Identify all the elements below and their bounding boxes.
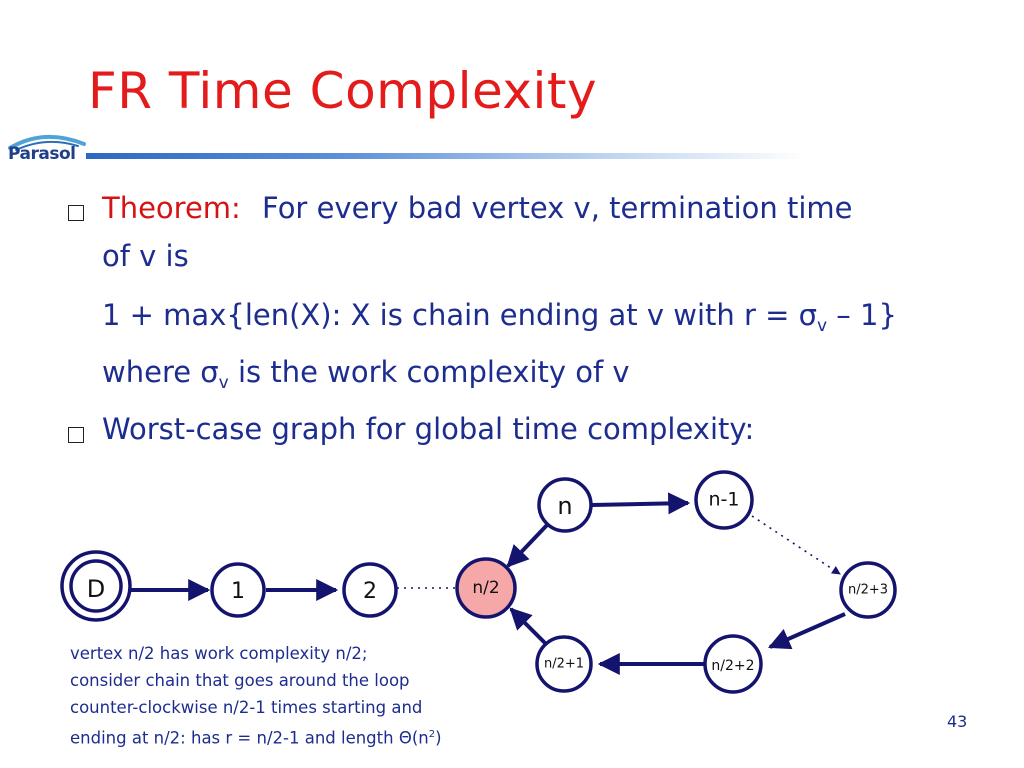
parasol-logo: Parasol [6, 130, 90, 172]
node-n-half [455, 557, 517, 619]
note-line-3: counter-clockwise n/2-1 times starting a… [70, 698, 423, 717]
note-line-4-pre: ending at n/2: has r = n/2-1 and length … [70, 728, 429, 748]
slide-title: FR Time Complexity [88, 62, 598, 120]
label-d: D [87, 575, 105, 603]
formula-pre: 1 + max{len(X): X is chain ending at v w… [102, 298, 818, 332]
formula-line: 1 + max{len(X): X is chain ending at v w… [102, 298, 897, 336]
label-n-half-plus-1: n/2+1 [544, 657, 584, 672]
theorem-continuation: of v is [102, 239, 189, 273]
theorem-label: Theorem: [102, 191, 241, 225]
note-line-4: ending at n/2: has r = n/2-1 and length … [70, 721, 442, 752]
node-n-half-plus-2 [703, 634, 763, 694]
node-n [537, 477, 593, 533]
where-pre: where σ [102, 355, 219, 389]
label-1: 1 [231, 579, 245, 604]
bullet-square-icon [68, 427, 84, 443]
where-sub: v [218, 373, 229, 393]
node-d-inner [69, 559, 123, 613]
formula-post: – 1} [827, 298, 897, 332]
label-n-half-plus-3: n/2+3 [848, 583, 888, 598]
note-line-4-post: ) [435, 728, 442, 748]
node-2 [342, 562, 398, 618]
page-number: 43 [947, 712, 968, 731]
node-n-half-plus-3 [839, 561, 897, 619]
theorem-text: For every bad vertex v, termination time [262, 191, 853, 225]
logo-arc-icon [8, 134, 86, 151]
edge-n-mid [506, 522, 550, 568]
logo-text: Parasol [8, 144, 76, 164]
note-line-2: consider chain that goes around the loop [70, 671, 410, 690]
edge-np3-np2 [767, 612, 846, 650]
where-post: is the work complexity of v [228, 355, 630, 389]
node-1 [210, 562, 266, 618]
formula-sub: v [817, 316, 828, 336]
theorem-line: Theorem: For every bad vertex v, termina… [102, 191, 853, 225]
edge-n-nm1 [591, 492, 691, 515]
node-n-minus-1 [694, 470, 754, 530]
edge-np1-mid [509, 607, 547, 645]
label-n-half-plus-2: n/2+2 [711, 658, 754, 674]
note-line-1: vertex n/2 has work complexity n/2; [70, 644, 368, 663]
where-line: where σv is the work complexity of v [102, 355, 630, 393]
label-n-minus-1: n-1 [709, 489, 740, 511]
explanation-note: vertex n/2 has work complexity n/2; cons… [70, 640, 442, 752]
title-underline [86, 153, 806, 159]
dotted-edge-nm1-np3 [751, 515, 841, 575]
note-line-4-sup: 2 [428, 729, 436, 740]
label-n-half: n/2 [472, 578, 499, 598]
node-n-half-plus-1 [535, 635, 593, 693]
label-n: n [557, 492, 572, 520]
bullet-worst-case: Worst-case graph for global time complex… [102, 412, 755, 446]
label-2: 2 [363, 579, 377, 604]
bullet-square-icon [68, 205, 84, 221]
